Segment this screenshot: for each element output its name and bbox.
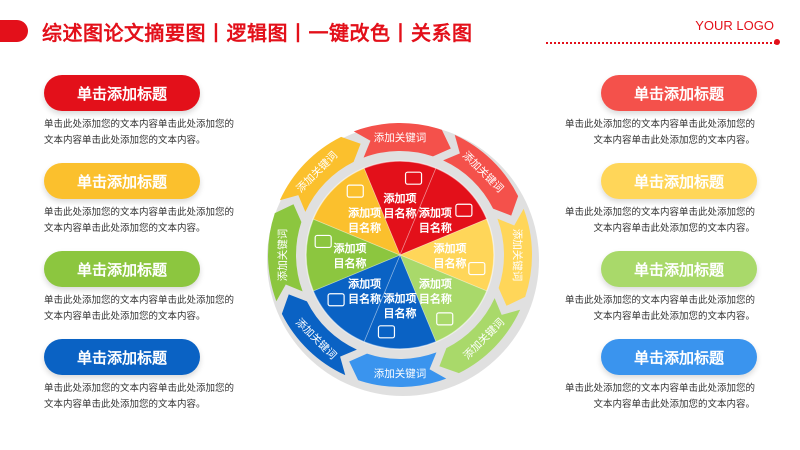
ring-keyword-3: 添加关键词 [511,229,524,282]
ring-keyword-5: 添加关键词 [374,367,427,380]
id-card-icon [404,171,423,185]
wedge-label-2-line-2: 目名称 [419,221,452,235]
wedge-label-4-line-1: 添加项 [419,276,452,290]
brain-icon [468,261,486,276]
outer-ring-segment-7 [268,204,303,302]
right-title-pill-4[interactable]: 单击添加标题 [601,339,757,375]
wedge-label-8-line-2: 目名称 [348,221,381,235]
left-desc-2: 单击此处添加您的文本内容单击此处添加您的 文本内容单击此处添加您的文本内容。 [44,205,254,237]
right-desc-2-line-1: 单击此处添加您的文本内容单击此处添加您的 [564,207,755,218]
left-title-pill-2[interactable]: 单击添加标题 [44,163,200,199]
pie-wedge-8 [312,167,401,256]
left-title-pill-3[interactable]: 单击添加标题 [44,251,200,287]
left-desc-4-line-1: 单击此处添加您的文本内容单击此处添加您的 [44,383,235,394]
wedge-label-6-line-1: 添加项 [348,276,381,290]
right-desc-3-line-2: 文本内容单击此处添加您的文本内容。 [593,311,755,322]
left-desc-2-line-2: 文本内容单击此处添加您的文本内容。 [44,223,206,234]
outer-ring-segment-8 [279,136,361,212]
outer-ring-segment-5 [349,352,447,387]
wedge-label-1-line-1: 添加项 [384,191,417,205]
outer-ring-segment-6 [281,294,357,376]
wedge-label-6-line-2: 目名称 [348,291,381,305]
left-desc-1-line-2: 文本内容单击此处添加您的文本内容。 [44,135,206,146]
wedge-label-7-line-2: 目名称 [334,256,367,270]
wedge-label-5-line-1: 添加项 [384,291,417,305]
header-accent-bar [0,20,28,42]
wedge-label-3-line-1: 添加项 [434,241,467,255]
right-desc-4: 单击此处添加您的文本内容单击此处添加您的 文本内容单击此处添加您的文本内容。 [545,381,755,413]
outer-ring-segment-4 [439,298,521,374]
left-desc-4-line-2: 文本内容单击此处添加您的文本内容。 [44,399,206,410]
ring-keyword-1: 添加关键词 [374,131,427,144]
header-divider-dot [774,39,780,45]
left-desc-3-line-1: 单击此处添加您的文本内容单击此处添加您的 [44,295,235,306]
pie-wedge-2 [399,167,488,256]
rocket-icon [346,184,364,198]
plant-icon [314,234,332,249]
right-desc-1-line-2: 文本内容单击此处添加您的文本内容。 [593,135,755,146]
left-title-pill-4[interactable]: 单击添加标题 [44,339,200,375]
right-desc-3-line-1: 单击此处添加您的文本内容单击此处添加您的 [564,295,755,306]
outer-ring-segment-1 [353,123,451,158]
outer-ring-segment-3 [497,208,532,306]
wedge-label-7-line-1: 添加项 [334,241,367,255]
left-desc-1-line-1: 单击此处添加您的文本内容单击此处添加您的 [44,119,235,130]
left-desc-1: 单击此处添加您的文本内容单击此处添加您的 文本内容单击此处添加您的文本内容。 [44,117,254,149]
wedge-label-1-line-2: 目名称 [384,206,417,220]
right-title-pill-2[interactable]: 单击添加标题 [601,163,757,199]
pie-wedge-3 [398,218,495,292]
page-title: 综述图论文摘要图丨逻辑图丨一键改色丨关系图 [42,21,473,45]
right-desc-3: 单击此处添加您的文本内容单击此处添加您的 文本内容单击此处添加您的文本内容。 [545,293,755,325]
document-icon [436,312,454,326]
pie-wedge-6 [312,254,401,343]
pie-wedge-4 [399,254,488,343]
chat-icon [377,325,396,339]
wedge-label-5-line-2: 目名称 [384,306,417,320]
right-title-pill-1[interactable]: 单击添加标题 [601,75,757,111]
right-desc-2-line-2: 文本内容单击此处添加您的文本内容。 [593,223,755,234]
chart-icon [327,293,345,307]
header-divider [546,42,776,44]
left-desc-4: 单击此处添加您的文本内容单击此处添加您的 文本内容单击此处添加您的文本内容。 [44,381,254,413]
wedge-label-2-line-1: 添加项 [419,206,452,220]
left-title-pill-1[interactable]: 单击添加标题 [44,75,200,111]
ring-keyword-7: 添加关键词 [276,229,289,282]
wedge-label-3-line-2: 目名称 [434,256,467,270]
outer-ring-segment-2 [443,134,519,216]
right-desc-1-line-1: 单击此处添加您的文本内容单击此处添加您的 [564,119,755,130]
right-desc-4-line-1: 单击此处添加您的文本内容单击此处添加您的 [564,383,755,394]
right-title-pill-3[interactable]: 单击添加标题 [601,251,757,287]
hand-money-icon [455,203,473,217]
right-desc-1: 单击此处添加您的文本内容单击此处添加您的 文本内容单击此处添加您的文本内容。 [545,117,755,149]
pie-inner-edge [305,160,495,350]
left-desc-3-line-2: 文本内容单击此处添加您的文本内容。 [44,311,206,322]
right-desc-4-line-2: 文本内容单击此处添加您的文本内容。 [593,399,755,410]
right-desc-2: 单击此处添加您的文本内容单击此处添加您的 文本内容单击此处添加您的文本内容。 [545,205,755,237]
logo: YOUR LOGO [695,18,774,33]
left-desc-3: 单击此处添加您的文本内容单击此处添加您的 文本内容单击此处添加您的文本内容。 [44,293,254,325]
wedge-label-4-line-2: 目名称 [419,291,452,305]
left-desc-2-line-1: 单击此处添加您的文本内容单击此处添加您的 [44,207,235,218]
pie-wedge-7 [305,218,402,292]
wedge-label-8-line-1: 添加项 [348,206,381,220]
